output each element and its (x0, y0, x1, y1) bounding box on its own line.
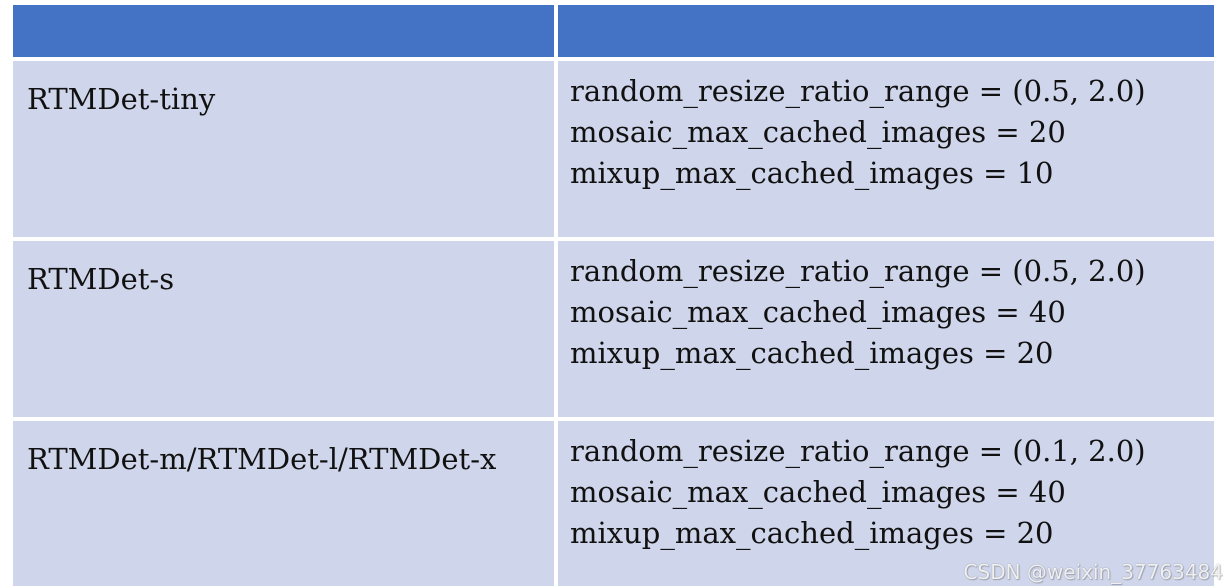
settings-cell-mlx: random_resize_ratio_range = (0.1, 2.0) m… (558, 421, 1214, 586)
model-cell-tiny: RTMDet-tiny (13, 61, 554, 237)
watermark-text: CSDN @weixin_37763484 (963, 560, 1223, 584)
setting-line: random_resize_ratio_range = (0.1, 2.0) (570, 434, 1146, 468)
settings-table: RTMDet-tiny random_resize_ratio_range = … (13, 5, 1214, 586)
setting-line: mosaic_max_cached_images = 20 (570, 115, 1066, 149)
header-cell-settings (558, 5, 1214, 57)
setting-line: random_resize_ratio_range = (0.5, 2.0) (570, 74, 1146, 108)
setting-line: mosaic_max_cached_images = 40 (570, 475, 1066, 509)
setting-line: mosaic_max_cached_images = 40 (570, 295, 1066, 329)
header-cell-model (13, 5, 554, 57)
settings-cell-s: random_resize_ratio_range = (0.5, 2.0) m… (558, 241, 1214, 417)
settings-cell-tiny: random_resize_ratio_range = (0.5, 2.0) m… (558, 61, 1214, 237)
setting-line: random_resize_ratio_range = (0.5, 2.0) (570, 254, 1146, 288)
model-cell-s: RTMDet-s (13, 241, 554, 417)
setting-line: mixup_max_cached_images = 10 (570, 156, 1054, 190)
model-cell-mlx: RTMDet-m/RTMDet-l/RTMDet-x (13, 421, 554, 586)
setting-line: mixup_max_cached_images = 20 (570, 516, 1054, 550)
setting-line: mixup_max_cached_images = 20 (570, 336, 1054, 370)
